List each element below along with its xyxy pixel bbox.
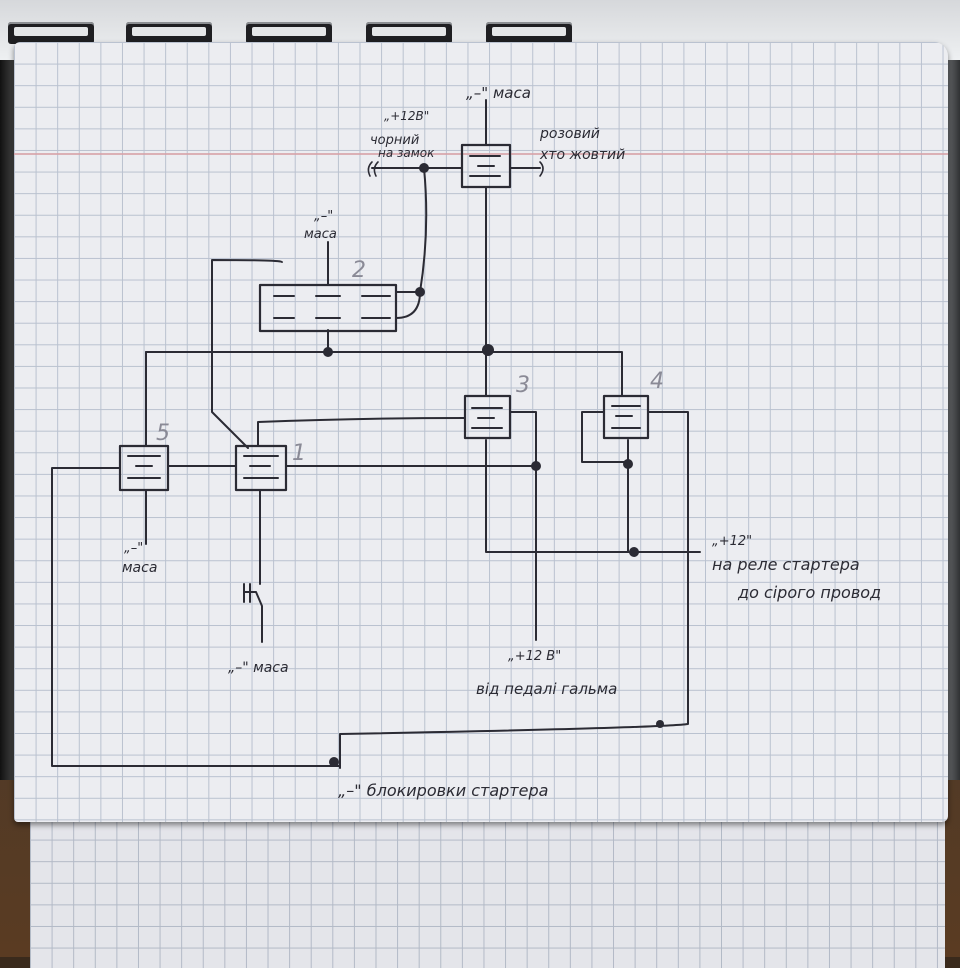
- junction-dot: [629, 547, 639, 557]
- junction-dot: [482, 344, 494, 356]
- keyboard-key: [126, 22, 212, 44]
- junction-dot: [323, 347, 333, 357]
- wire-relay2-to-relay1: [211, 259, 283, 449]
- relay-2: [258, 283, 398, 333]
- wire-end-mark: [539, 161, 544, 177]
- label-mass-q: „–": [314, 209, 333, 224]
- relay-5-number: 5: [156, 421, 170, 446]
- junction-dot: [329, 757, 339, 767]
- label-mass-switch: „–" маса: [228, 660, 289, 676]
- label-starter-2: до сірого провод: [737, 583, 881, 602]
- notebook-page: [14, 42, 948, 822]
- relay-5: [118, 444, 170, 492]
- relay-1-number: 1: [292, 441, 306, 466]
- junctions: [323, 163, 664, 767]
- label-plus12-black: „+12В": [384, 109, 429, 123]
- junction-dot: [623, 459, 633, 469]
- laptop-keyboard: [0, 0, 960, 60]
- junction-dot: [656, 720, 664, 728]
- wire-end-mark: [367, 161, 379, 177]
- label-starter-block: „–" блокировки стартера: [338, 781, 548, 800]
- wire-black-to-relay2: [419, 167, 428, 293]
- label-mass: маса: [304, 227, 337, 242]
- wire-relay1-to-relay3: [257, 417, 466, 447]
- relay-3-number: 3: [516, 373, 530, 398]
- label-starter-1: на реле стартера: [712, 555, 860, 574]
- relay-3: [463, 394, 512, 440]
- label-plus12-brake: „+12 В": [508, 649, 561, 664]
- switch-lever: [243, 591, 263, 643]
- relay-2-number: 2: [352, 258, 366, 283]
- wire-relay5-to-block: [51, 467, 341, 767]
- wire-relay2-loop: [395, 291, 421, 319]
- keyboard-key: [246, 22, 332, 44]
- label-top-mass: „–" маса: [466, 84, 531, 102]
- relay-1: [234, 444, 288, 492]
- labels: „–" маса „+12В" чорний на замок розовий …: [122, 84, 881, 800]
- junction-dot: [415, 287, 425, 297]
- relay-top: [460, 143, 512, 189]
- wires: [51, 99, 701, 769]
- relay-4-number: 4: [650, 369, 664, 394]
- keyboard-key: [366, 22, 452, 44]
- label-pink-1: розовий: [539, 126, 600, 142]
- label-black-1: чорний: [370, 133, 419, 148]
- notebook-lower-page: [30, 818, 945, 968]
- label-mass5-q: „–": [124, 541, 143, 556]
- label-black-2: на замок: [378, 146, 435, 160]
- wire-relay3-to-brake: [509, 411, 537, 641]
- label-plus12-starter: „+12": [712, 534, 752, 549]
- label-pink-2: хто жовтий: [539, 147, 625, 163]
- wire-relay3-to-starter: [485, 439, 701, 553]
- junction-dot: [419, 163, 429, 173]
- label-brake: від педалі гальма: [476, 680, 617, 698]
- label-mass5: маса: [122, 560, 157, 576]
- wire-relay4-loop: [581, 411, 629, 463]
- wire-relay4-to-block: [339, 411, 689, 769]
- relay-4: [602, 394, 650, 440]
- wire-horizontal-bus: [145, 351, 623, 397]
- keyboard-key: [486, 22, 572, 44]
- keyboard-key: [8, 22, 94, 44]
- page-margin-line: [14, 153, 948, 155]
- junction-dot: [531, 461, 541, 471]
